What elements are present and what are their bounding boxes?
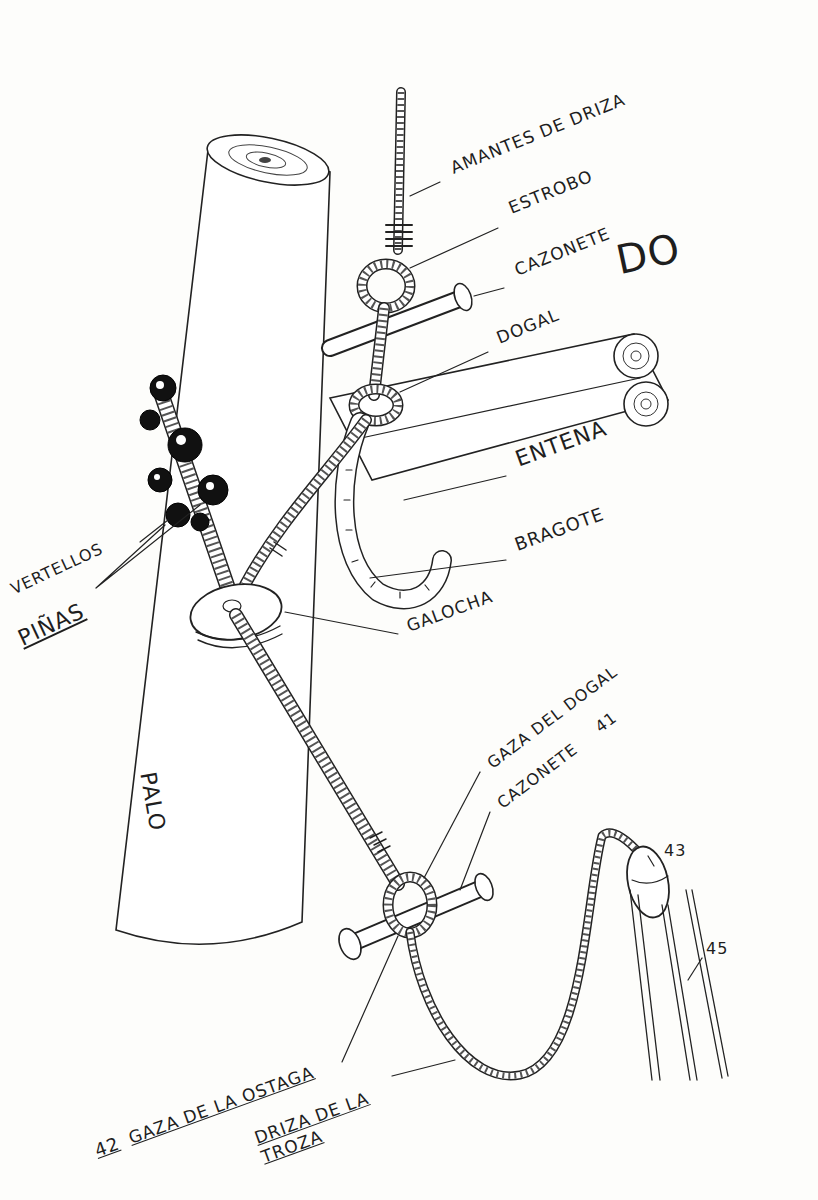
parrel-beads	[140, 375, 228, 531]
part-label: PIÑAS	[14, 598, 88, 651]
leader-lines	[96, 182, 702, 1076]
part-label: AMANTES DE DRIZA	[448, 90, 628, 178]
part-label: PALO	[135, 770, 170, 833]
part-label: GALOCHA	[404, 587, 496, 636]
part-label: DOGAL	[494, 305, 562, 348]
callout-number: 43	[664, 842, 686, 860]
part-label: DO	[612, 225, 684, 283]
part-label: CAZONETE	[512, 224, 613, 280]
part-label: DRIZA DE LA TROZA	[252, 1086, 388, 1167]
part-label: ESTROBO	[506, 167, 596, 218]
callout-number: 45	[706, 940, 728, 958]
callout-number: 41	[592, 709, 621, 737]
callout-number: 42	[92, 1133, 122, 1161]
part-label: VERTELLOS	[8, 540, 106, 599]
part-label: ENTENA	[512, 415, 610, 471]
part-label: BRAGOTE	[512, 504, 607, 555]
